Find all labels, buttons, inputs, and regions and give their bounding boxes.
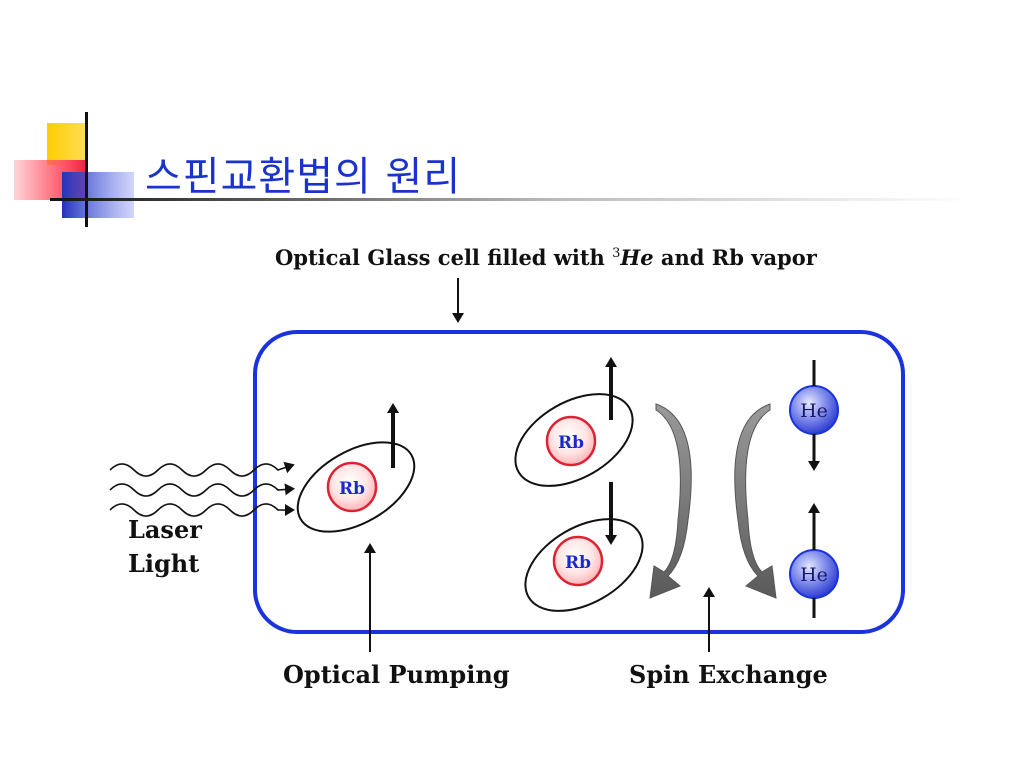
laser-wave-2 xyxy=(109,483,295,497)
laser-wave-3 xyxy=(109,503,295,517)
he-label-bottom: He xyxy=(800,564,828,586)
cell-caption: Optical Glass cell filled with 3He and R… xyxy=(275,245,818,270)
deco-title-underline xyxy=(50,198,970,201)
laser-waves xyxy=(109,461,295,517)
rb-orbit-top xyxy=(514,393,634,487)
deco-yellow-square xyxy=(47,123,85,165)
he-label-top: He xyxy=(800,400,828,422)
laser-wave-1 xyxy=(109,461,295,477)
exchange-curve-right xyxy=(734,403,777,599)
glass-cell xyxy=(253,330,905,634)
laser-label-line2: Light xyxy=(128,549,199,578)
slide-decoration xyxy=(14,112,970,227)
exchange-curve-left xyxy=(649,403,692,599)
rb-atom-top xyxy=(545,415,597,467)
rb-atom-pumping xyxy=(326,461,378,513)
rb-atom-bottom xyxy=(552,535,604,587)
deco-vertical-line xyxy=(85,112,88,227)
laser-label-line1: Laser xyxy=(128,515,202,544)
deco-blue-square xyxy=(62,172,134,218)
optical-pumping-label: Optical Pumping xyxy=(283,660,510,689)
spin-exchange-label: Spin Exchange xyxy=(629,660,828,689)
rb-label-top: Rb xyxy=(558,433,584,453)
rb-orbit-bottom xyxy=(524,518,644,612)
rb-orbit-pumping xyxy=(296,441,416,533)
rb-label-pumping: Rb xyxy=(339,479,365,499)
slide-title: 스핀교환법의 원리 xyxy=(145,154,462,200)
rb-label-bottom: Rb xyxy=(565,553,591,573)
